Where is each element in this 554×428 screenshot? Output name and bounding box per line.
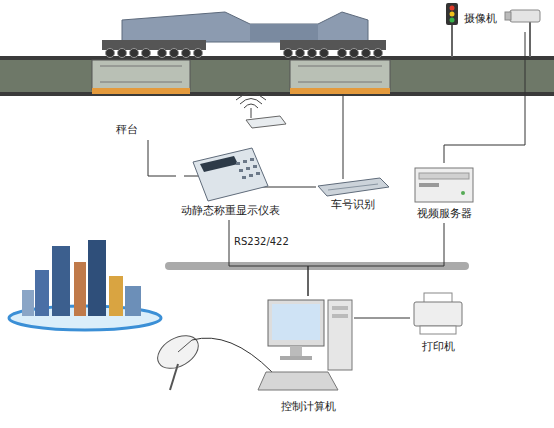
scale-wire: [343, 94, 344, 179]
wheel-bogie: [102, 40, 206, 50]
camera-icon: [510, 10, 540, 22]
connector-wire: [444, 32, 525, 163]
device-label: 摄像机: [464, 12, 497, 26]
platform-base: [92, 88, 190, 94]
connector-wire: [148, 140, 176, 176]
plate-recognition: 车号识别: [316, 176, 390, 214]
camera: 摄像机: [462, 6, 546, 32]
printer: 打印机: [410, 290, 466, 356]
device-label: 动静态称重显示仪表: [181, 204, 280, 218]
connector-wire: [229, 220, 308, 296]
cable-stub: [184, 176, 200, 177]
platform-detail: [298, 66, 382, 67]
scale-platform: 秤台: [92, 58, 190, 140]
dish-cable: [192, 338, 272, 372]
video-server: 视频服务器: [410, 163, 478, 223]
wheel-bogie: [280, 40, 386, 50]
connector-wire: [284, 187, 316, 188]
scale-platform: [92, 60, 190, 90]
weighing-instrument: 动静态称重显示仪表: [176, 146, 284, 220]
light-pole: [451, 24, 453, 57]
wheels: [106, 49, 383, 58]
road: [0, 56, 554, 96]
platform-detail: [100, 66, 182, 67]
traffic-light: [446, 3, 458, 25]
monitor-icon: [268, 300, 324, 346]
device-label: 车号识别: [331, 198, 375, 212]
road-edge: [0, 56, 554, 60]
video-server-icon: [415, 168, 473, 202]
keyboard-icon: [258, 372, 338, 390]
platform-detail: [298, 82, 382, 83]
satellite-dish: [152, 329, 204, 375]
reader-device: [246, 116, 286, 128]
road-edge: [0, 92, 554, 96]
device-label: 视频服务器: [417, 207, 472, 221]
truck-body: [122, 12, 368, 42]
printer-icon: [414, 302, 462, 326]
keypad: [236, 158, 260, 179]
platform-base: [290, 88, 390, 94]
instrument-icon: [193, 148, 268, 201]
truck-cargo: [250, 24, 318, 42]
interface-label: RS232/422: [233, 236, 290, 248]
city-buildings: [22, 240, 141, 316]
scale-platform: [290, 60, 390, 90]
camera-pole: [529, 22, 531, 57]
device-label: 控制计算机: [281, 400, 336, 414]
connector-wire: [308, 223, 444, 296]
antenna: [236, 93, 266, 118]
tower-icon: [328, 300, 352, 370]
connector-wire: [354, 318, 410, 319]
platform-detail: [100, 82, 182, 83]
device-label: 打印机: [422, 340, 455, 354]
recognition-device: [318, 178, 389, 196]
control-computer: 控制计算机: [262, 296, 354, 416]
device-label: 秤台: [116, 123, 138, 137]
